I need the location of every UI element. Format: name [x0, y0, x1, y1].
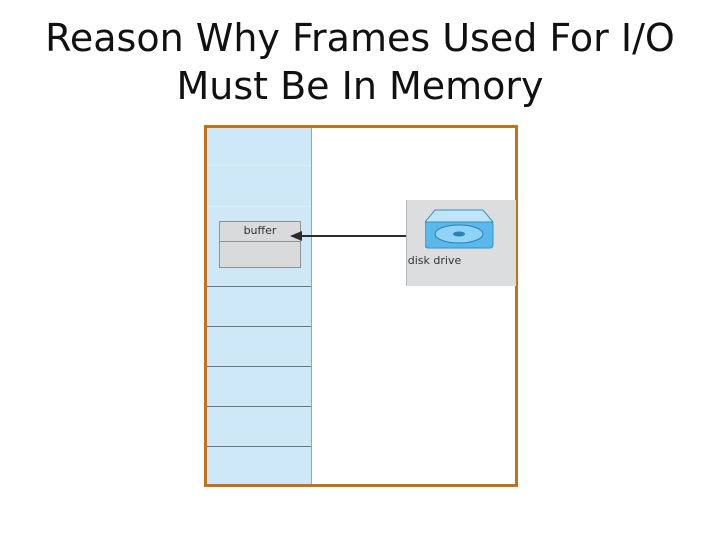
title-line-1: Reason Why Frames Used For I/O	[45, 16, 675, 60]
io-arrow	[290, 231, 429, 241]
memory-frame-divider	[207, 406, 311, 407]
memory-frame-divider	[207, 165, 311, 166]
memory-frame-divider	[207, 366, 311, 367]
memory-frame-divider	[207, 206, 311, 207]
memory-frame-divider	[207, 326, 311, 327]
title-line-2: Must Be In Memory	[176, 64, 544, 108]
buffer-divider	[220, 241, 300, 242]
disk-drive: disk drive	[406, 200, 516, 286]
physical-memory: buffer	[207, 128, 312, 484]
buffer-frame: buffer	[219, 221, 301, 268]
disk-drive-icon	[425, 209, 495, 249]
memory-frame-divider	[207, 286, 311, 287]
memory-frame-divider	[207, 446, 311, 447]
buffer-label: buffer	[243, 224, 277, 237]
disk-drive-label: disk drive	[407, 254, 462, 267]
page-title: Reason Why Frames Used For I/O Must Be I…	[0, 14, 720, 110]
diagram-frame: buffer disk drive	[204, 125, 518, 487]
